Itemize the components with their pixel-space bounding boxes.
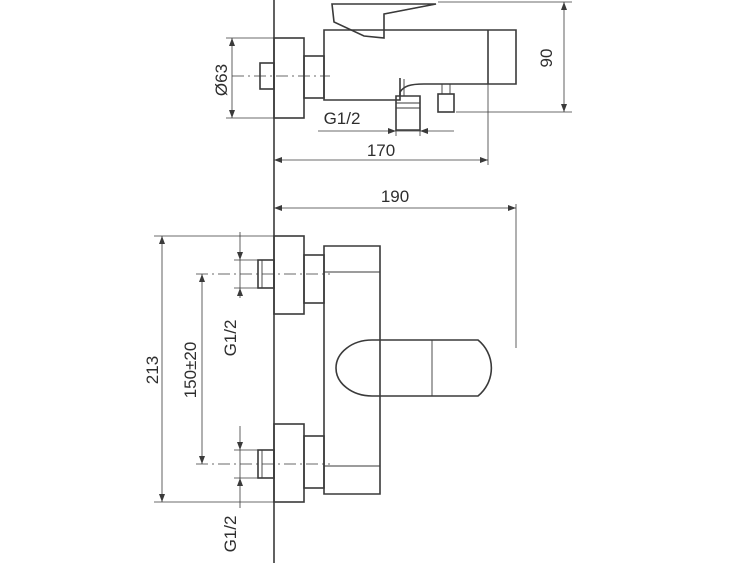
top-connector	[303, 55, 325, 99]
upper-connector	[303, 254, 325, 304]
dim-top-length: 170	[367, 141, 395, 160]
top-escutcheon	[273, 37, 305, 119]
lower-connector	[303, 435, 325, 489]
dim-front-length: 190	[381, 187, 409, 206]
top-handle	[331, 3, 437, 39]
dim-diameter: Ø63	[212, 64, 231, 96]
upper-escutcheon	[273, 235, 305, 315]
dim-front-thread-upper: G1/2	[221, 320, 240, 357]
dim-top-height: 90	[537, 49, 556, 68]
dim-front-thread-lower: G1/2	[221, 516, 240, 553]
top-view: Ø63 90 G1/2 170	[212, 1, 572, 165]
mixer-body	[323, 245, 381, 495]
dim-front-height: 213	[143, 356, 162, 384]
lower-escutcheon	[273, 423, 305, 503]
dim-top-thread: G1/2	[324, 109, 361, 128]
top-diverter	[437, 93, 455, 113]
front-view: 190 213 150±20	[143, 187, 517, 553]
lever-handle	[335, 339, 493, 397]
dim-center-spacing: 150±20	[181, 342, 200, 399]
